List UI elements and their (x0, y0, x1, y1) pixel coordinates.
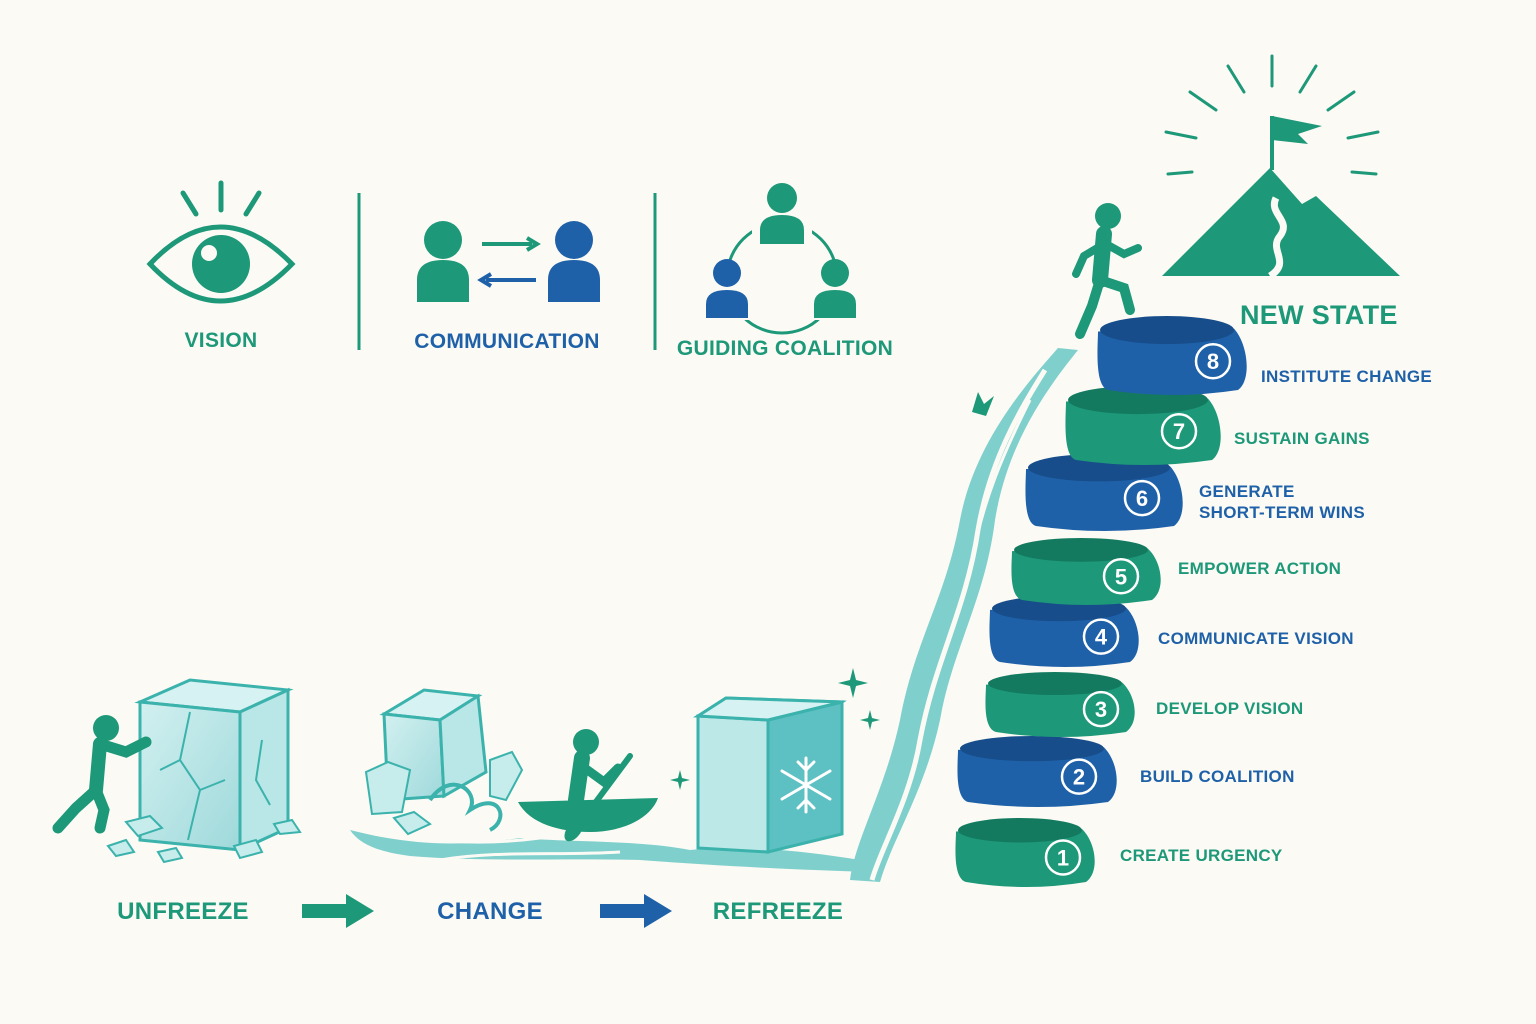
step-6-label: GENERATE (1199, 482, 1295, 501)
stepping-stone-body (985, 682, 1135, 737)
stepping-stone-5: 5 (1011, 538, 1161, 605)
step-6-label-line2: SHORT-TERM WINS (1199, 503, 1365, 522)
climbing-person-icon (1072, 203, 1142, 339)
step-1-label: CREATE URGENCY (1120, 846, 1283, 865)
step-4-label: COMMUNICATE VISION (1158, 629, 1354, 648)
stepping-stone-top (988, 672, 1122, 696)
step-number-ring (1102, 558, 1140, 595)
stepping-stone-top (958, 818, 1082, 843)
mountain-flag-icon (1162, 54, 1400, 279)
stepping-stone-4: 4 (989, 596, 1139, 667)
three-people-circle-icon (700, 183, 864, 335)
change-label: CHANGE (437, 898, 543, 925)
step-number-ring (1082, 690, 1120, 728)
guiding-coalition-label: GUIDING COALITION (676, 337, 894, 360)
frozen-cube-icon (670, 668, 880, 854)
step-2-label: BUILD COALITION (1140, 767, 1295, 786)
person-kayaking-icon (364, 688, 658, 842)
stepping-stone-2: 2 (957, 736, 1117, 807)
stepping-stone-top (1014, 538, 1148, 562)
stepping-stone-top (1100, 316, 1234, 345)
step-number-ring (1123, 479, 1161, 517)
step-number: 5 (1115, 564, 1127, 589)
person-pushing-ice-block-icon (52, 678, 302, 864)
arrow-unfreeze-to-change (302, 894, 374, 928)
unfreeze-label: UNFREEZE (117, 898, 249, 925)
stepping-stone-3: 3 (985, 672, 1135, 737)
stepping-stone-body (1011, 548, 1161, 605)
communication-label: COMMUNICATION (414, 330, 600, 353)
step-number-ring (1060, 758, 1098, 795)
stepping-stone-body (957, 747, 1117, 807)
step-number-ring (1044, 839, 1082, 876)
grass-icon (972, 392, 994, 416)
step-number-ring (1082, 618, 1120, 655)
step-number: 8 (1207, 349, 1219, 374)
stepping-stone-7: 7 (1065, 386, 1221, 465)
stream-water (350, 348, 1078, 882)
step-3-label: DEVELOP VISION (1156, 699, 1304, 718)
step-number: 3 (1095, 697, 1107, 722)
step-8-label: INSTITUTE CHANGE (1261, 367, 1433, 386)
stepping-stones: 1 2 3 4 5 6 7 8 (955, 316, 1247, 887)
stepping-stone-body (989, 607, 1139, 667)
step-number-ring (1194, 342, 1232, 380)
stepping-stone-1: 1 (955, 818, 1095, 887)
step-number: 6 (1136, 486, 1148, 511)
refreeze-label: REFREEZE (712, 898, 844, 925)
eye-icon (146, 180, 296, 304)
step-number: 1 (1057, 845, 1069, 870)
step-number: 2 (1073, 765, 1085, 790)
new-state-label: NEW STATE (1240, 300, 1398, 330)
stepping-stone-6: 6 (1025, 454, 1183, 531)
grass-icon (962, 852, 1004, 884)
step-number: 4 (1095, 625, 1108, 650)
arrow-change-to-refreeze (600, 894, 672, 928)
step-5-label: EMPOWER ACTION (1178, 559, 1342, 578)
stepping-stone-top (960, 736, 1104, 762)
two-people-exchange-icon (417, 221, 600, 302)
vision-label: VISION (184, 329, 258, 352)
stepping-stone-8: 8 (1097, 316, 1247, 395)
step-number-ring (1160, 412, 1198, 450)
step-7-label: SUSTAIN GAINS (1234, 429, 1370, 448)
step-number: 7 (1173, 419, 1185, 444)
